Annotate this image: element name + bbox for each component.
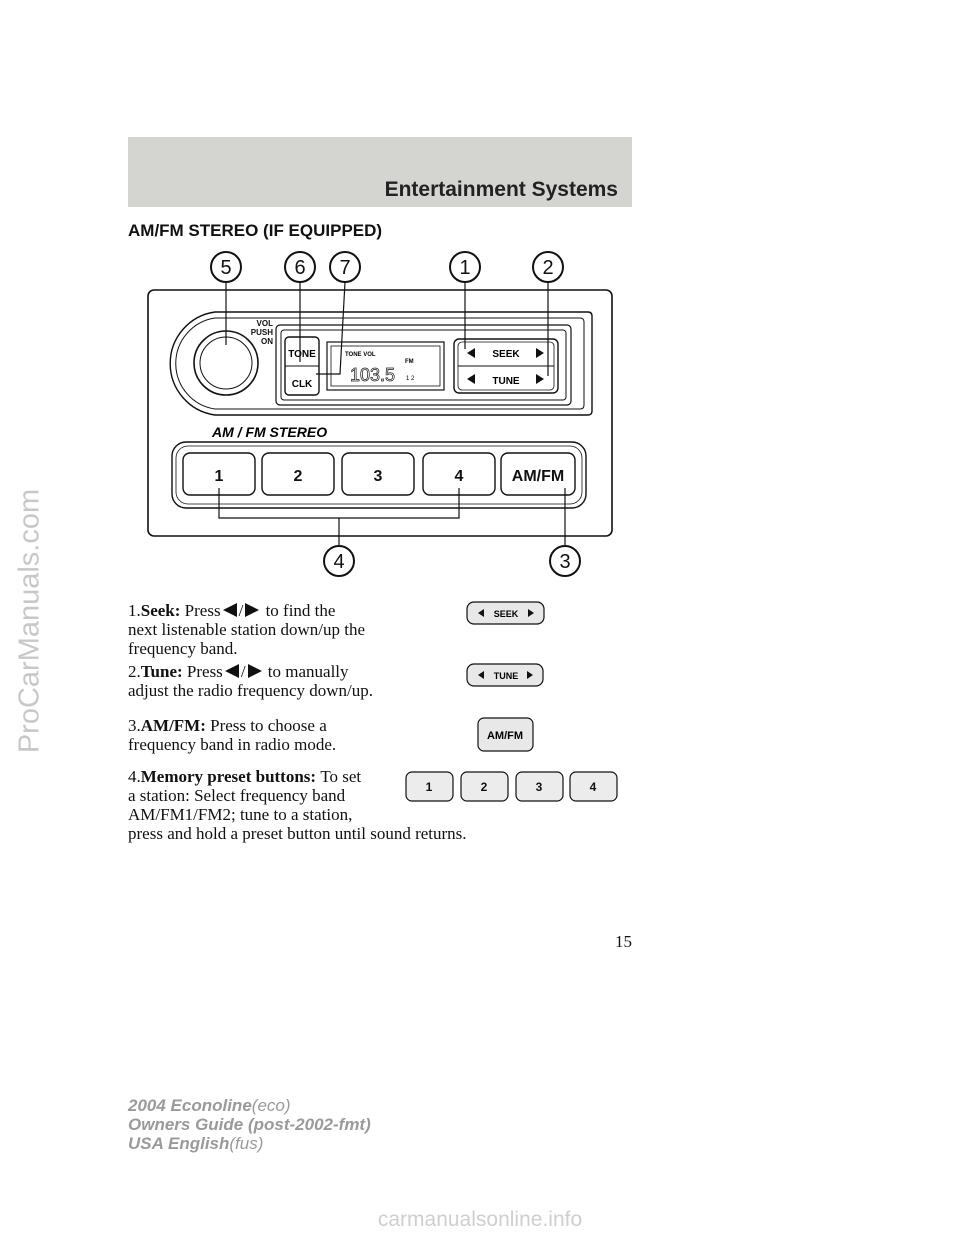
item-text: to find the: [265, 601, 336, 620]
seek-label: SEEK: [492, 349, 520, 360]
footer-language: USA English: [128, 1134, 230, 1153]
display-band: FM: [405, 359, 414, 365]
item-term: Memory preset buttons:: [140, 767, 317, 786]
item-text: press and hold a preset button until sou…: [128, 824, 467, 843]
preset-icon-3: 3: [536, 780, 543, 794]
item-text: Press: [186, 662, 223, 681]
item-text: /: [238, 601, 244, 620]
tune-label: TUNE: [492, 376, 520, 387]
item-number: 4.: [128, 767, 141, 786]
left-arrow-icon: [224, 664, 239, 678]
on-label: ON: [261, 337, 273, 346]
item-text: next listenable station down/up the freq…: [128, 620, 366, 658]
item-text: To set: [320, 767, 362, 786]
item-number: 2.: [128, 662, 141, 681]
seek-icon-label: SEEK: [494, 609, 519, 619]
callout-3: 3: [559, 551, 570, 573]
side-watermark-text: ProCarManuals.com: [13, 488, 46, 754]
item-text: AM/FM1/FM2; tune to a station,: [128, 805, 353, 824]
item-text: a station: Select frequency band: [128, 786, 346, 805]
callout-1: 1: [459, 257, 470, 279]
left-arrow-icon: [222, 603, 237, 617]
item-term: Tune:: [140, 662, 183, 681]
item-text: adjust the radio frequency down/up.: [128, 681, 374, 700]
item-memory-presets: 4.Memory preset buttons: To set a statio…: [128, 767, 628, 843]
item-text: Press: [184, 601, 221, 620]
header-band: [128, 137, 632, 207]
display-frequency: 103.5: [350, 365, 395, 385]
amfm-button-icon: AM/FM: [477, 717, 534, 752]
section-title: AM/FM STEREO (IF EQUIPPED): [128, 221, 383, 240]
preset-buttons-icon: 1 2 3 4: [405, 771, 618, 802]
item-tune: 2.Tune: Press / to manually adjust the ra…: [128, 662, 388, 700]
footer-language-tag: (fus): [229, 1134, 264, 1153]
preset-2-label: 2: [294, 468, 303, 485]
preset-3-label: 3: [374, 468, 383, 485]
item-number: 1.: [128, 601, 141, 620]
footer-model: 2004 Econoline: [128, 1096, 252, 1115]
display-preset: 1 2: [406, 376, 415, 382]
vol-label: VOL: [257, 319, 274, 328]
right-arrow-icon: [245, 603, 260, 617]
item-term: Seek:: [140, 601, 181, 620]
right-arrow-icon: [247, 664, 262, 678]
item-text: to manually: [267, 662, 349, 681]
display-top-text: TONE VOL: [345, 352, 376, 358]
preset-1-label: 1: [215, 468, 224, 485]
item-term: AM/FM:: [140, 716, 206, 735]
callout-5: 5: [220, 257, 231, 279]
footer-guide: Owners Guide (post-2002-fmt): [128, 1115, 371, 1134]
callout-4: 4: [333, 551, 344, 573]
bottom-watermark: carmanualsonline.info: [377, 1208, 583, 1231]
tune-icon-label: TUNE: [494, 671, 519, 681]
radio-diagram: 5 6 7 1 2 4 3 VOL PUSH ON TONE CLK TONE …: [147, 251, 613, 577]
page-header-title: Entertainment Systems: [384, 178, 618, 201]
preset-icon-2: 2: [481, 780, 488, 794]
footer-model-tag: (eco): [251, 1096, 291, 1115]
side-watermark: ProCarManuals.com: [0, 0, 60, 1242]
preset-icon-1: 1: [426, 780, 433, 794]
item-text: Press to choose a frequency band in radi…: [128, 716, 337, 754]
tune-button-icon: TUNE: [466, 663, 544, 687]
item-amfm: 3.AM/FM: Press to choose a frequency ban…: [128, 716, 373, 754]
tone-label: TONE: [288, 349, 316, 360]
preset-4-label: 4: [455, 468, 464, 485]
seek-button-icon: SEEK: [466, 601, 545, 625]
amfm-label: AM/FM: [512, 468, 564, 485]
push-label: PUSH: [251, 328, 273, 337]
preset-icon-4: 4: [590, 780, 597, 794]
stereo-label: AM / FM STEREO: [211, 424, 327, 440]
item-seek: 1.Seek: Press / to find the next listenab…: [128, 601, 388, 658]
item-number: 3.: [128, 716, 141, 735]
item-text: /: [240, 662, 246, 681]
amfm-icon-label: AM/FM: [487, 730, 523, 742]
callout-6: 6: [294, 257, 305, 279]
page-number: 15: [615, 932, 632, 951]
callout-2: 2: [542, 257, 553, 279]
footer: 2004 Econoline(eco) Owners Guide (post-2…: [128, 1096, 371, 1153]
clk-label: CLK: [292, 379, 313, 390]
callout-7: 7: [339, 257, 350, 279]
